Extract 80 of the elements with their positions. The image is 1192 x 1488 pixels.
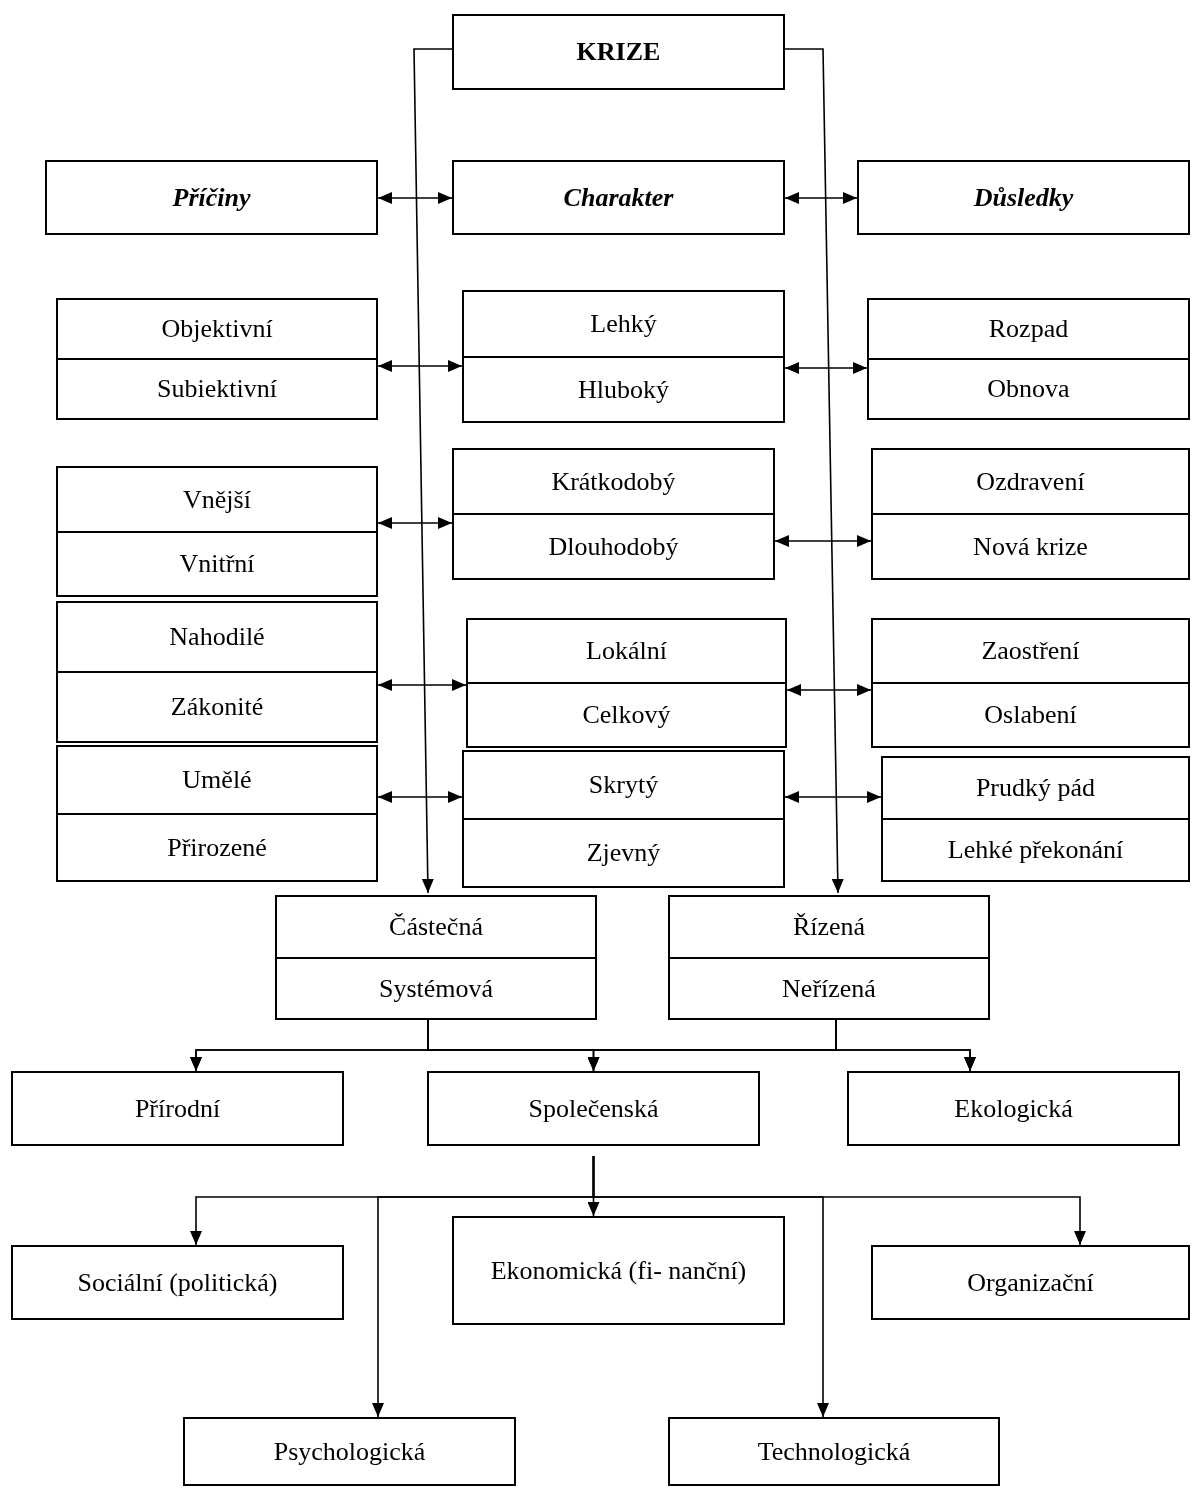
double-arrow	[784, 362, 868, 374]
split-box	[867, 298, 1190, 420]
arrow	[413, 48, 453, 894]
split-box	[275, 895, 597, 1020]
split-box	[56, 298, 378, 420]
box-label: Technologická	[757, 1435, 911, 1468]
category-box	[11, 1245, 344, 1320]
box-label: Ekologická	[954, 1092, 1073, 1125]
category-box	[183, 1417, 516, 1486]
split-box	[452, 448, 775, 580]
box-label: Přirozené	[167, 831, 267, 864]
box-label: Řízená	[792, 911, 866, 944]
double-arrow	[784, 791, 882, 803]
double-arrow	[377, 517, 453, 529]
category-box	[871, 1245, 1190, 1320]
category-box	[668, 1417, 1000, 1486]
box-label: Zjevný	[586, 837, 661, 870]
box-label: KRIZE	[576, 36, 661, 69]
split-box	[668, 895, 990, 1020]
box-label: Zaostření	[981, 635, 1080, 668]
split-box	[881, 756, 1190, 882]
box-label: Lehký	[590, 308, 657, 341]
box-label: Vnitřní	[179, 548, 255, 581]
box-label: Oslabení	[984, 699, 1077, 732]
box-label: Lehké překonání	[947, 834, 1124, 867]
box-label: Zákonité	[170, 691, 264, 724]
box-label: Lokální	[586, 635, 667, 668]
box-label: Důsledky	[973, 181, 1074, 214]
box-label: Nahodilé	[169, 621, 265, 654]
box-label: Ekonomická (fi- nanční)	[490, 1254, 747, 1287]
box-label: Vnější	[183, 483, 251, 516]
box-label: Rozpad	[988, 313, 1069, 346]
double-arrow	[377, 791, 463, 803]
box-label: Částečná	[389, 911, 483, 944]
split-box	[56, 601, 378, 743]
double-arrow	[377, 360, 463, 372]
split-box	[56, 466, 378, 597]
box-label: Organizační	[967, 1266, 1094, 1299]
arrow	[592, 1155, 829, 1418]
box-label: Příčiny	[172, 181, 251, 214]
box-label: Nová krize	[973, 530, 1088, 563]
box-label: Přírodní	[134, 1092, 221, 1125]
box-label: Umělé	[182, 764, 252, 797]
box-label: Hluboký	[578, 373, 669, 406]
split-box	[462, 290, 785, 423]
box-label: Skrytý	[588, 769, 659, 802]
category-box	[45, 160, 378, 235]
box-label: Ozdravení	[976, 465, 1085, 498]
box-label: Společenská	[528, 1092, 659, 1125]
box-label: Objektivní	[161, 313, 273, 346]
box-label: Neřízená	[782, 972, 876, 1005]
category-box	[452, 14, 785, 90]
category-box	[847, 1071, 1180, 1146]
double-arrow	[377, 192, 453, 204]
split-box	[466, 618, 787, 748]
box-label: Systémová	[378, 972, 494, 1005]
double-arrow	[377, 679, 467, 691]
box-label: Subiektivní	[157, 373, 277, 406]
box-label: Prudký pád	[975, 772, 1096, 805]
double-arrow	[784, 192, 858, 204]
arrow	[835, 1019, 976, 1072]
category-box	[857, 160, 1190, 235]
split-box	[462, 750, 785, 888]
box-label: Obnova	[987, 373, 1070, 406]
category-box	[427, 1071, 760, 1146]
category-box	[452, 1216, 785, 1325]
double-arrow	[786, 684, 872, 696]
split-box	[56, 745, 378, 882]
double-arrow	[774, 535, 872, 547]
category-box	[452, 160, 785, 235]
category-box	[11, 1071, 344, 1146]
arrow	[784, 48, 844, 894]
box-label: Sociální (politická)	[77, 1266, 278, 1299]
split-box	[871, 618, 1190, 748]
box-label: Charakter	[563, 181, 674, 214]
box-label: Psychologická	[273, 1435, 426, 1468]
box-label: Krátkodobý	[551, 465, 676, 498]
box-label: Dlouhodobý	[548, 530, 679, 563]
box-label: Celkový	[582, 699, 671, 732]
split-box	[871, 448, 1190, 580]
